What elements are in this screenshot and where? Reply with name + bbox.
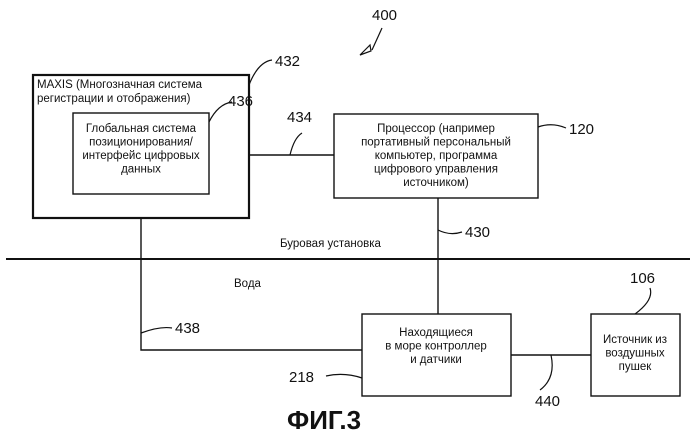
label-line: компьютер, программа bbox=[375, 150, 498, 162]
label-line: интерфейс цифровых bbox=[82, 150, 200, 162]
water-label: Вода bbox=[234, 278, 262, 290]
maxis-ref-leader bbox=[249, 60, 272, 85]
link-438-leader bbox=[141, 328, 172, 333]
label-line: регистрации и отображения) bbox=[37, 93, 191, 105]
processor-ref-leader bbox=[538, 125, 566, 128]
link-438-numeral: 438 bbox=[175, 320, 200, 337]
processor-ref-numeral: 120 bbox=[569, 121, 594, 138]
system-ref-numeral: 400 bbox=[372, 7, 397, 24]
source-ref-numeral: 106 bbox=[630, 270, 655, 287]
label-line: в море контроллер bbox=[385, 341, 487, 353]
label-line: цифрового управления bbox=[374, 164, 498, 176]
label-line: данных bbox=[121, 164, 161, 176]
drilling-rig-label: Буровая установка bbox=[280, 238, 382, 250]
label-line: позиционирования/ bbox=[89, 137, 194, 149]
maxis-ref-numeral: 432 bbox=[275, 53, 300, 70]
link-434-leader bbox=[290, 133, 302, 155]
figure-caption: ФИГ.3 bbox=[287, 405, 361, 435]
link-440-leader bbox=[540, 355, 552, 390]
label-line: Находящиеся bbox=[399, 327, 473, 339]
label-line: MAXIS (Многозначная система bbox=[37, 79, 203, 91]
link-434-numeral: 434 bbox=[287, 109, 312, 126]
system-ref-arrowhead bbox=[360, 45, 371, 55]
label-line: Источник из bbox=[603, 334, 667, 346]
system-ref-leader bbox=[372, 28, 382, 50]
gps-ref-numeral: 436 bbox=[228, 93, 253, 110]
label-line: и датчики bbox=[410, 354, 462, 366]
link-430-leader bbox=[438, 230, 462, 234]
label-line: пушек bbox=[619, 361, 653, 373]
link-430-numeral: 430 bbox=[465, 224, 490, 241]
label-line: источником) bbox=[403, 177, 469, 189]
label-line: Глобальная система bbox=[86, 123, 197, 135]
link-440-numeral: 440 bbox=[535, 393, 560, 410]
source-ref-leader bbox=[635, 288, 651, 314]
label-line: Процессор (например bbox=[377, 123, 495, 135]
controllers-ref-numeral: 218 bbox=[289, 369, 314, 386]
controllers-ref-leader bbox=[326, 374, 362, 378]
label-line: портативный персональный bbox=[361, 137, 511, 149]
label-line: воздушных bbox=[605, 348, 665, 360]
